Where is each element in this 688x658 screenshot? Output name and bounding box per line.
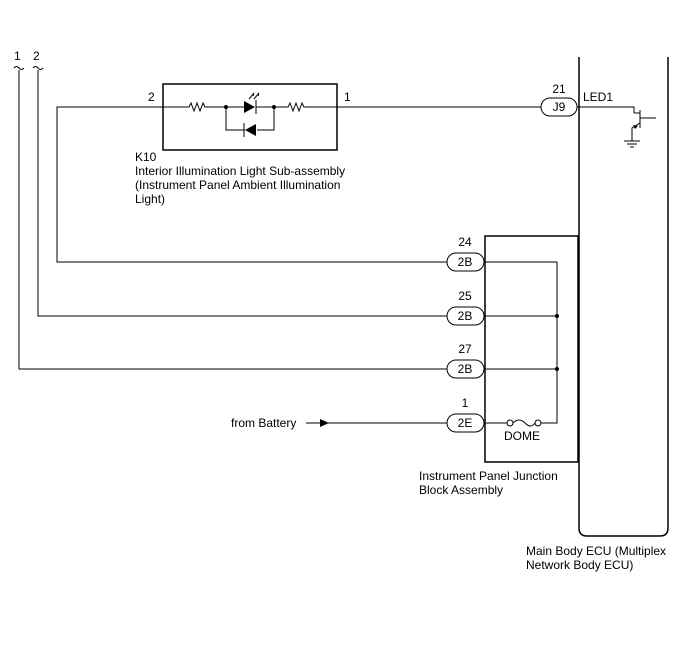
dome-fuse [506,419,542,427]
connector-2b-27: 2B [446,359,485,379]
k10-name-line3: Light) [135,192,165,206]
wire-label-1: 1 [14,49,21,63]
connector-2b-24-pin: 24 [458,235,472,249]
connector-2b-27-code: 2B [458,362,473,376]
junction-dots [224,105,559,371]
connector-2e-1-pin: 1 [462,396,469,410]
junction-block-name-line1: Instrument Panel Junction [419,469,558,483]
wires [18,70,635,424]
ground-icon [624,140,640,148]
connector-2b-27-pin: 27 [458,342,472,356]
fuse-label: DOME [504,429,540,443]
connector-j9: J9 [540,97,578,117]
led-icon [244,101,255,113]
battery-arrow-icon [306,419,329,427]
connector-2b-25: 2B [446,306,485,326]
connector-2b-24: 2B [446,252,485,272]
connector-2b-24-code: 2B [458,255,473,269]
led1-label: LED1 [583,90,613,104]
connector-2e-1-code: 2E [458,416,473,430]
main-body-ecu-box [578,57,669,537]
k10-pin-left: 2 [148,90,155,104]
transistor-icon [631,110,656,141]
k10-component-box [162,83,338,151]
k10-name-line2: (Instrument Panel Ambient Illumination [135,178,340,192]
connector-2b-25-pin: 25 [458,289,472,303]
diode-icon [245,124,256,136]
junction-block-name-line2: Block Assembly [419,483,503,497]
connector-2b-25-code: 2B [458,309,473,323]
k10-internals [163,92,337,137]
connector-j9-pin: 21 [552,82,566,96]
junction-block-box [484,235,579,463]
ecu-name-line1: Main Body ECU (Multiplex [526,544,666,558]
k10-pin-right: 1 [344,90,351,104]
left-wire-break-marks [13,66,44,70]
connector-j9-code: J9 [553,100,566,114]
k10-name-line1: Interior Illumination Light Sub-assembly [135,164,345,178]
connector-2e-1: 2E [446,413,485,433]
k10-code: K10 [135,150,157,164]
battery-label: from Battery [231,416,296,430]
wire-label-2: 2 [33,49,40,63]
ecu-name-line2: Network Body ECU) [526,558,633,572]
